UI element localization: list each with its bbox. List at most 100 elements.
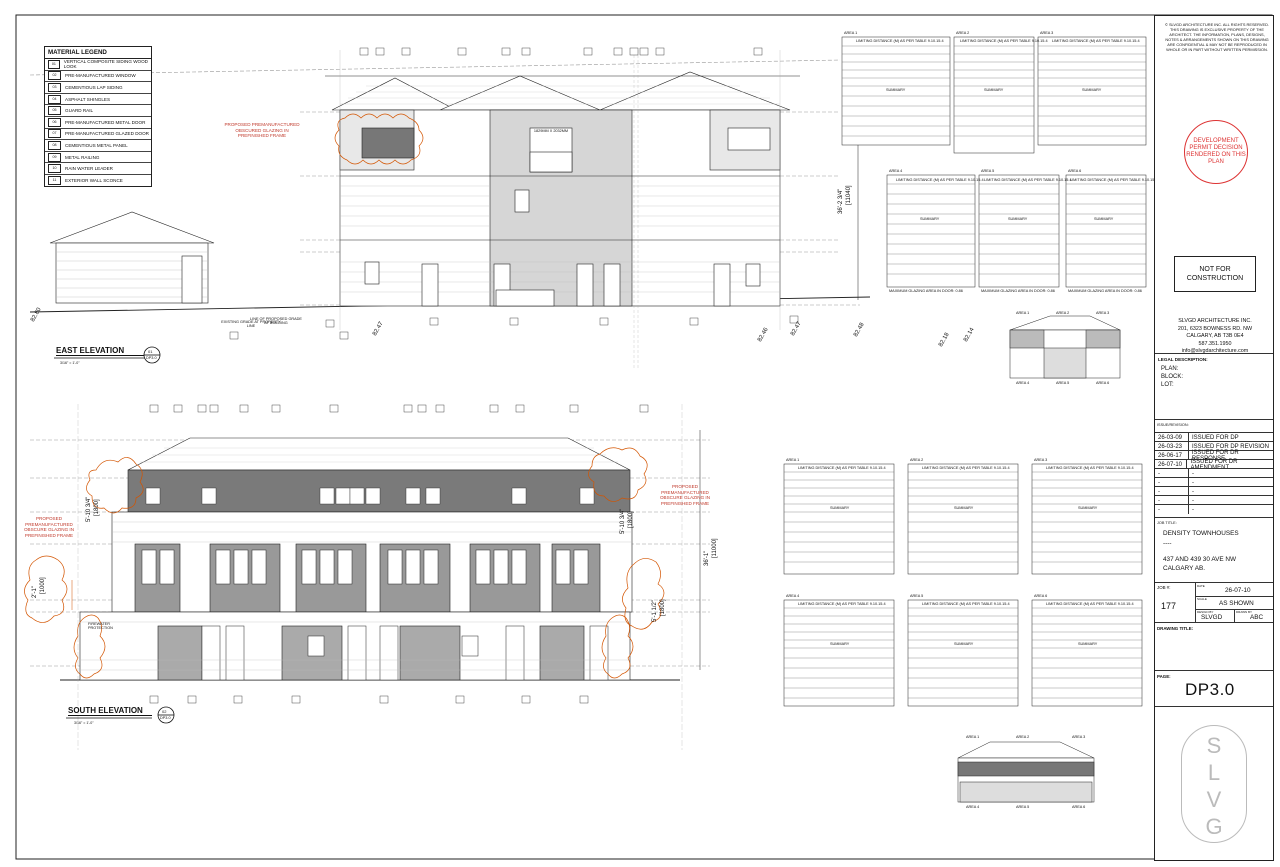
east-scale: 3/16" = 1'-0" bbox=[60, 361, 80, 365]
table-header: LIMITING DISTANCE (M) AS PER TABLE 9.10.… bbox=[896, 178, 984, 182]
table-summary: SUMMARY bbox=[1094, 217, 1114, 221]
east-height-dim: 36'-2 3/4" bbox=[838, 188, 844, 214]
legend-row: 08 CEMENTIOUS METAL PANEL bbox=[45, 140, 151, 152]
scale-value: AS SHOWN bbox=[1219, 600, 1254, 607]
issue-date: 26-07-10 bbox=[1155, 460, 1188, 469]
legend-row: 02 PRE-MANUFACTURED WINDOW bbox=[45, 71, 151, 83]
east-glazing-note: PROPOSED PREMANUFACTURED OBSCURED GLAZIN… bbox=[224, 122, 300, 139]
east-sheet-ref: DP3.0 bbox=[146, 356, 157, 360]
issue-row: -- bbox=[1155, 468, 1273, 478]
lower-area-tables bbox=[783, 463, 1143, 707]
job-title-section: JOB TITLE: DENSITY TOWNHOUSES ---- 437 A… bbox=[1155, 517, 1273, 583]
legend-label: PRE-MANUFACTURED WINDOW bbox=[65, 73, 136, 79]
job-dash: ---- bbox=[1163, 540, 1172, 547]
block-label: BLOCK: bbox=[1161, 374, 1184, 380]
drawing-title-section: DRAWING TITLE: bbox=[1155, 622, 1273, 671]
issue-date: 26-03-09 bbox=[1155, 433, 1189, 442]
logo-letter: G bbox=[1205, 814, 1223, 839]
legend-tag: 08 bbox=[48, 140, 61, 150]
legend-label: CEMENTIOUS LAP SIDING bbox=[65, 84, 123, 90]
keyplan-label: AREA 6 bbox=[1096, 381, 1110, 385]
lot-label: LOT: bbox=[1161, 382, 1174, 388]
table-summary: SUMMARY bbox=[954, 642, 974, 646]
design-value: SLVGD bbox=[1201, 614, 1223, 621]
issue-date: - bbox=[1155, 487, 1189, 496]
legend-label: EXTERIOR WALL SCONCE bbox=[65, 177, 123, 183]
table-header: LIMITING DISTANCE (M) AS PER TABLE 9.10.… bbox=[1046, 602, 1134, 606]
table-header: LIMITING DISTANCE (M) AS PER TABLE 9.10.… bbox=[856, 39, 944, 43]
keyplan-label: AREA 4 bbox=[966, 805, 980, 809]
issue-date: - bbox=[1155, 469, 1189, 478]
logo-letter: V bbox=[1206, 787, 1222, 812]
upper-area-tables bbox=[841, 36, 1147, 288]
not-for-construction-box: NOT FOR CONSTRUCTION bbox=[1174, 256, 1256, 292]
date-value: 26-07-10 bbox=[1225, 587, 1251, 594]
table-title: AREA 2 bbox=[910, 458, 924, 462]
issue-text: ISSUED FOR DR RESPONSE bbox=[1191, 449, 1239, 462]
table-title: AREA 2 bbox=[956, 31, 970, 35]
south-height-mm: [11000] bbox=[712, 538, 718, 558]
issue-row: -- bbox=[1155, 486, 1273, 496]
legend-title: MATERIAL LEGEND bbox=[45, 47, 151, 59]
legend-tag: 05 bbox=[48, 106, 61, 116]
firm-logo-area: S L V G bbox=[1155, 706, 1273, 861]
south-title-graphic bbox=[66, 706, 175, 724]
firm-email: info@slvgdarchitecture.com bbox=[1181, 348, 1249, 354]
drawing-title-label: DRAWING TITLE: bbox=[1157, 626, 1194, 631]
drawn-label: DRAWN BY bbox=[1236, 610, 1253, 614]
table-header: LIMITING DISTANCE (M) AS PER TABLE 9.10.… bbox=[1052, 39, 1140, 43]
legend-tag: 02 bbox=[48, 71, 61, 81]
legend-label: CEMENTIOUS METAL PANEL bbox=[65, 142, 128, 148]
drawn-cell: DRAWN BY ABC bbox=[1234, 609, 1273, 623]
south-dim-left: 5'-10 3/4" bbox=[86, 496, 92, 522]
keyplan-top bbox=[1009, 315, 1121, 379]
south-glazing-note-right: PROPOSED PREMANUFACTURED OBSCURE GLAZING… bbox=[659, 484, 711, 506]
design-label: DESIGN BY bbox=[1197, 610, 1214, 614]
issue-text: ISSUED FOR DP REVISION bbox=[1192, 443, 1269, 450]
legend-label: VERTICAL COMPOSITE SIDING WOOD LOOK bbox=[63, 59, 148, 70]
issue-text: - bbox=[1192, 497, 1194, 504]
logo-letter: S bbox=[1206, 733, 1222, 758]
legend-label: PRE-MANUFACTURED METAL DOOR bbox=[65, 119, 146, 125]
keyplan-label: AREA 3 bbox=[1072, 735, 1086, 739]
page-number: DP3.0 bbox=[1185, 680, 1235, 699]
job-number-cell: JOB #: 177 bbox=[1155, 583, 1196, 623]
table-title: AREA 4 bbox=[786, 594, 800, 598]
legend-tag: 11 bbox=[48, 175, 61, 185]
table-summary: SUMMARY bbox=[1078, 642, 1098, 646]
copyright-note: © SLVGD ARCHITECTURE INC. ALL RIGHTS RES… bbox=[1165, 22, 1269, 52]
table-title: AREA 4 bbox=[889, 169, 903, 173]
issue-text: ISSUED FOR DR AMENDMENT bbox=[1190, 458, 1238, 471]
table-header: LIMITING DISTANCE (M) AS PER TABLE 9.10.… bbox=[922, 466, 1010, 470]
table-summary: SUMMARY bbox=[954, 506, 974, 510]
issue-date: - bbox=[1155, 478, 1189, 487]
legend-tag: 10 bbox=[48, 164, 61, 174]
plan-label: PLAN: bbox=[1161, 366, 1179, 372]
table-header: LIMITING DISTANCE (M) AS PER TABLE 9.10.… bbox=[798, 466, 886, 470]
legend-tag: 07 bbox=[48, 129, 61, 139]
issue-row: -- bbox=[1155, 504, 1273, 514]
page-section: PAGE: bbox=[1155, 670, 1273, 707]
issue-text: - bbox=[1192, 470, 1194, 477]
legend-label: ASPHALT SHINGLES bbox=[65, 96, 111, 102]
table-summary: SUMMARY bbox=[1078, 506, 1098, 510]
table-summary: SUMMARY bbox=[920, 217, 940, 221]
keyplan-label: AREA 4 bbox=[1016, 381, 1030, 385]
south-dim-a-mm: [1800] bbox=[628, 511, 634, 528]
table-title: AREA 1 bbox=[844, 31, 858, 35]
scale-label: SCALE bbox=[1197, 597, 1207, 601]
job-title-label: JOB TITLE: bbox=[1157, 521, 1177, 525]
job-number: 177 bbox=[1161, 601, 1177, 611]
legal-label: LEGAL DESCRIPTION: bbox=[1158, 357, 1208, 362]
